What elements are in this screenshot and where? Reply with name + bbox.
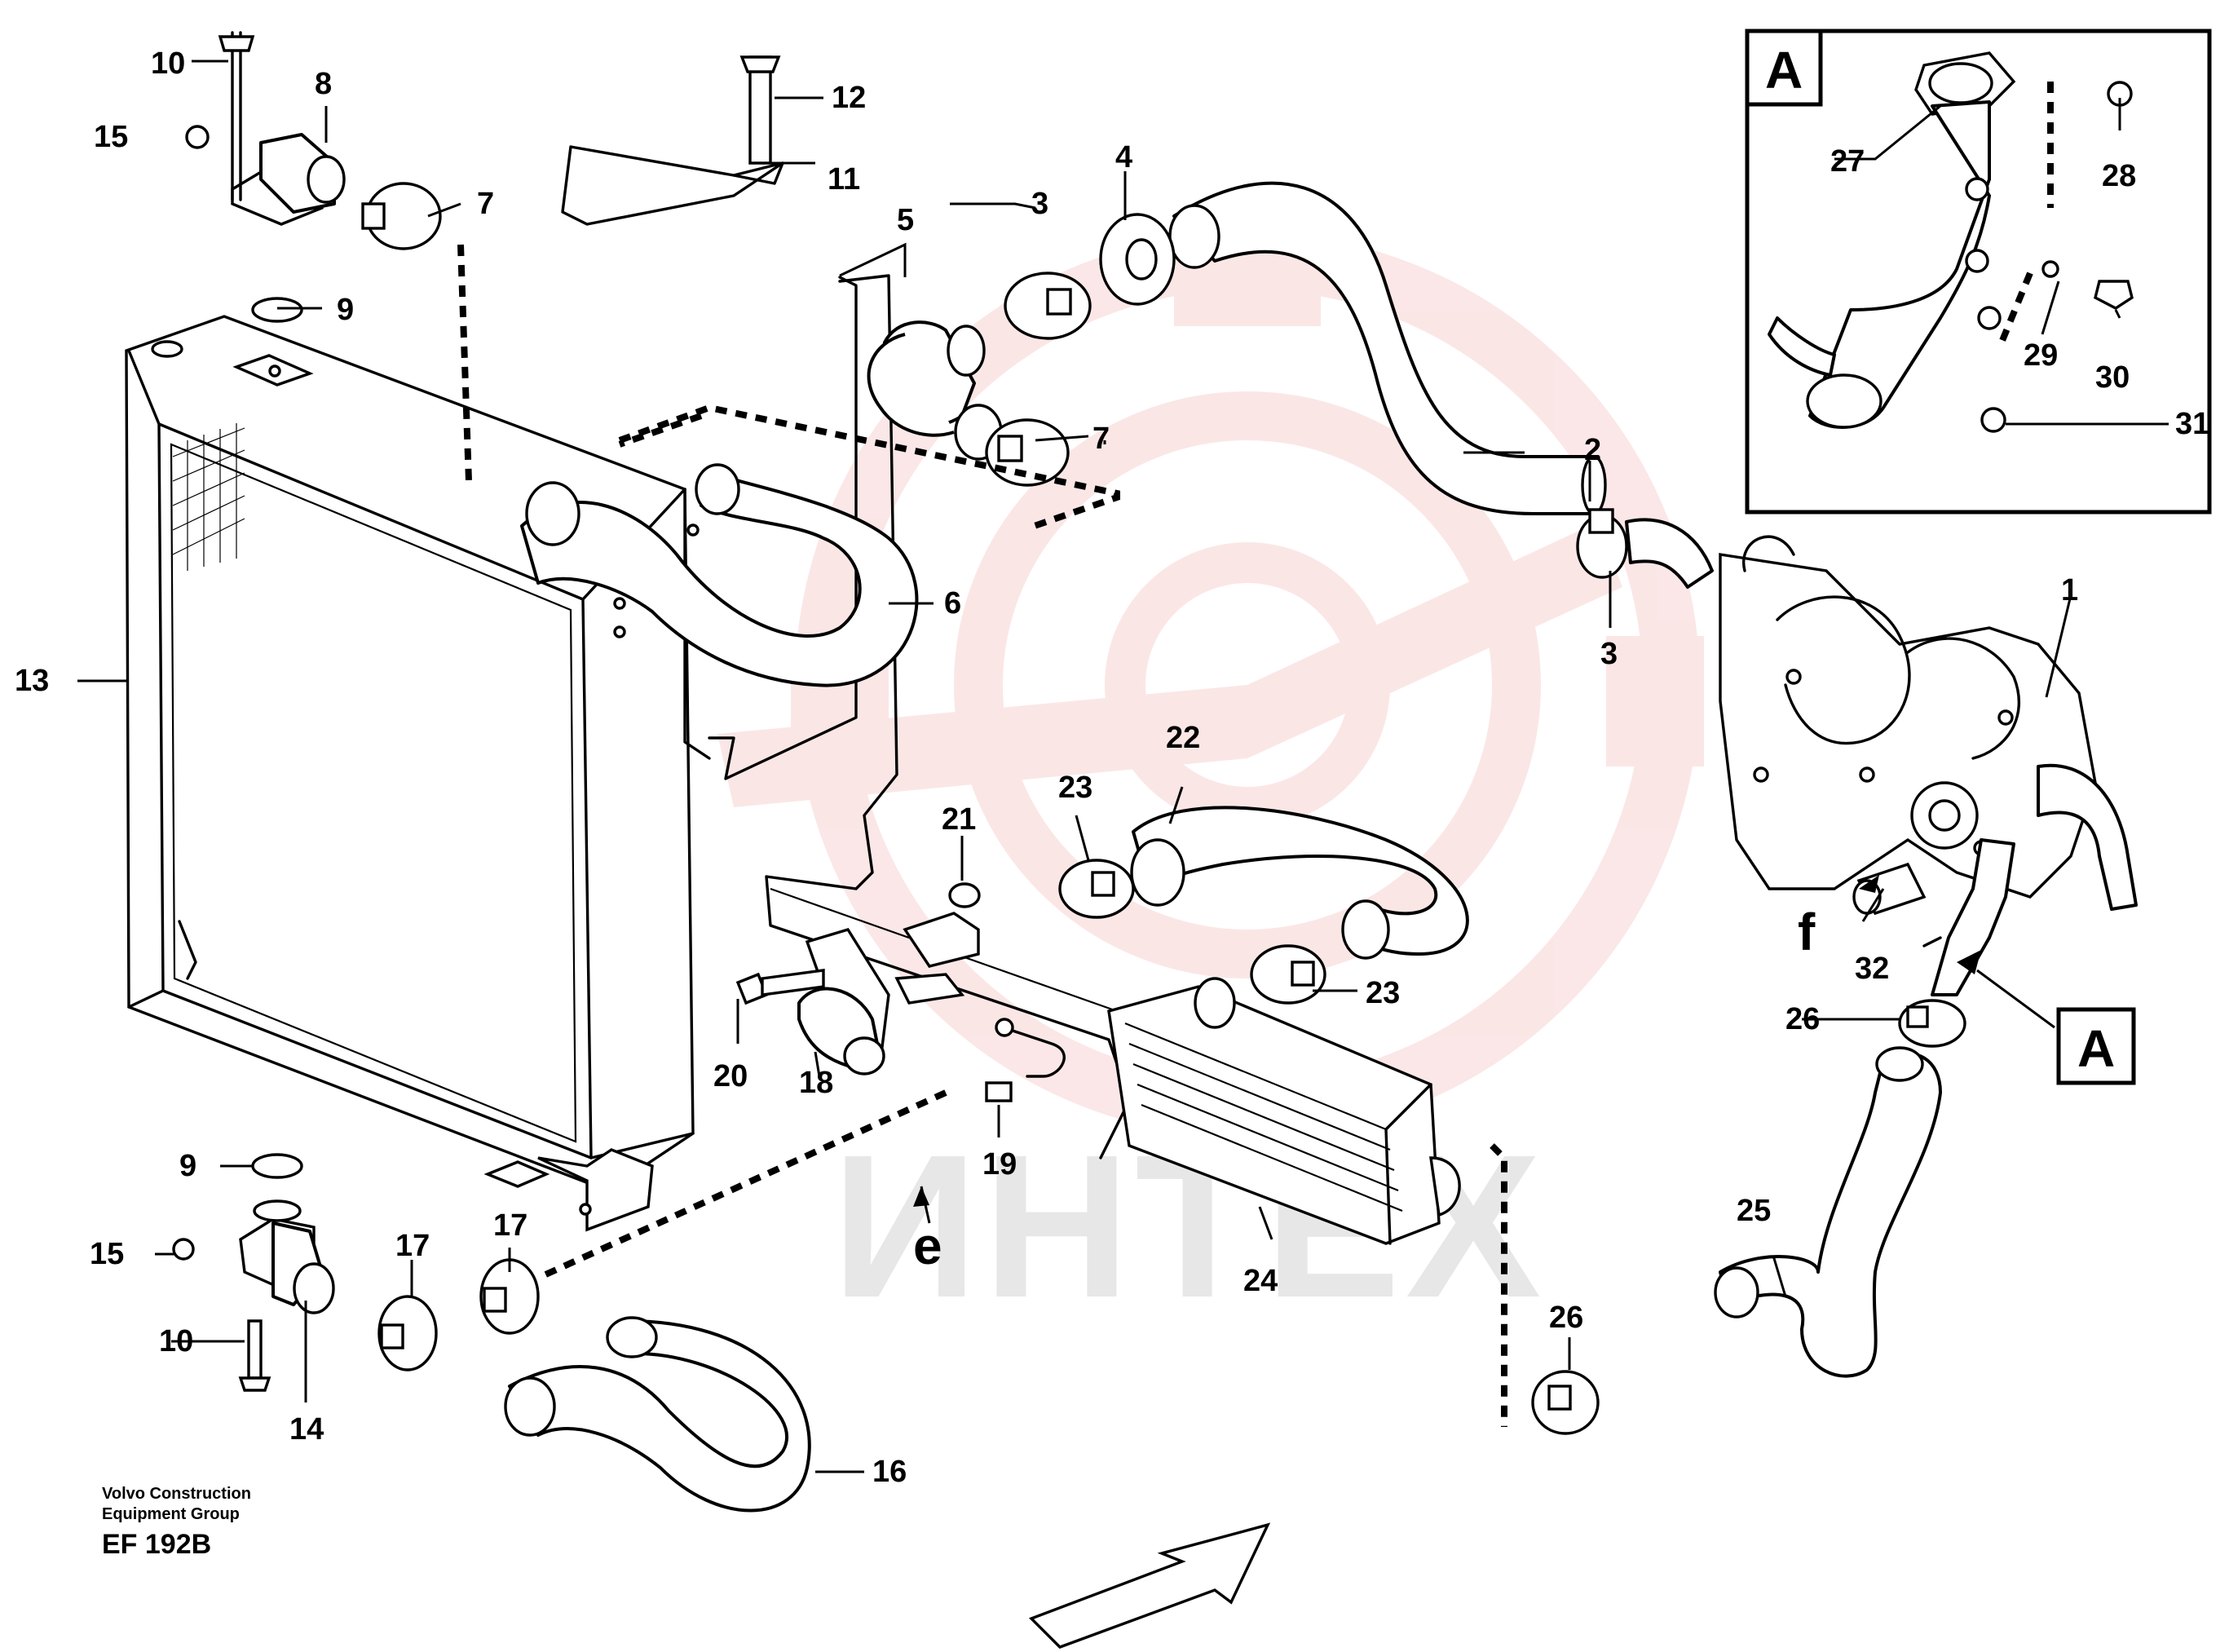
upper-hose-6 bbox=[520, 463, 919, 687]
label-part-17-a: 17 bbox=[395, 1229, 430, 1263]
bolt-20 bbox=[735, 969, 825, 1005]
clamp-17-a bbox=[377, 1295, 438, 1372]
label-part-8: 8 bbox=[315, 67, 332, 101]
clamp-23-lower bbox=[1250, 944, 1326, 1005]
label-part-23-upper: 23 bbox=[1058, 771, 1092, 805]
label-part-3-upper: 3 bbox=[1031, 187, 1048, 221]
label-part-18: 18 bbox=[799, 1066, 833, 1100]
leader-lines bbox=[77, 60, 2169, 1473]
label-part-24: 24 bbox=[1243, 1264, 1278, 1298]
label-part-26-lower: 26 bbox=[1549, 1301, 1583, 1335]
label-part-9-bottom: 9 bbox=[179, 1149, 196, 1183]
clamp-23-upper bbox=[1058, 859, 1135, 919]
label-part-29: 29 bbox=[2024, 338, 2058, 373]
label-part-1: 1 bbox=[2061, 573, 2078, 607]
label-part-12: 12 bbox=[832, 81, 866, 115]
seal-ring-4 bbox=[1099, 213, 1176, 306]
label-part-28: 28 bbox=[2102, 159, 2136, 193]
label-part-13: 13 bbox=[15, 664, 49, 698]
label-part-9-top: 9 bbox=[337, 293, 354, 327]
footer-company-line1: Volvo Construction bbox=[102, 1485, 251, 1503]
pipe-27-installed bbox=[1922, 838, 2015, 996]
clamp-3-upper bbox=[1004, 272, 1092, 340]
label-part-19: 19 bbox=[982, 1147, 1017, 1182]
water-pump-housing-1 bbox=[1625, 518, 2138, 911]
callout-box-a bbox=[2056, 1007, 2136, 1085]
fitting-14 bbox=[172, 1199, 335, 1392]
label-part-7-upper: 7 bbox=[1092, 422, 1110, 456]
fitting-8 bbox=[185, 31, 346, 226]
label-part-10-bottom: 10 bbox=[159, 1324, 193, 1358]
label-part-14: 14 bbox=[289, 1412, 324, 1447]
footer-company-line2: Equipment Group bbox=[102, 1505, 240, 1523]
ref-e: e bbox=[913, 1217, 942, 1275]
label-part-3-pump: 3 bbox=[1600, 637, 1618, 671]
label-part-6: 6 bbox=[944, 586, 961, 621]
hose-25 bbox=[1714, 1046, 1942, 1378]
label-part-27: 27 bbox=[1830, 144, 1865, 179]
radiator bbox=[125, 315, 700, 1232]
callout-a-label: A bbox=[2077, 1019, 2115, 1078]
detail-a-title: A bbox=[1765, 41, 1803, 99]
label-part-32: 32 bbox=[1855, 952, 1889, 986]
label-part-2: 2 bbox=[1584, 433, 1601, 467]
label-part-25: 25 bbox=[1737, 1194, 1771, 1228]
sensor-19 bbox=[985, 1018, 1066, 1102]
ref-f: f bbox=[1798, 903, 1816, 961]
label-part-22: 22 bbox=[1166, 721, 1200, 755]
footer-drawing-code: EF 192B bbox=[102, 1529, 211, 1560]
label-part-7-top: 7 bbox=[477, 187, 494, 221]
bolt-12-head bbox=[739, 55, 781, 73]
elbow-18 bbox=[797, 912, 980, 1076]
label-part-31: 31 bbox=[2175, 407, 2209, 441]
direction-arrow bbox=[1028, 1522, 1271, 1649]
oil-cooler-24 bbox=[1107, 977, 1461, 1245]
arrow-e bbox=[913, 1186, 929, 1207]
lower-hose-16 bbox=[504, 1316, 811, 1513]
label-part-15-bottom: 15 bbox=[90, 1237, 124, 1271]
label-part-11: 11 bbox=[828, 162, 860, 197]
clamp-7-top bbox=[361, 182, 442, 250]
label-part-20: 20 bbox=[713, 1059, 748, 1093]
washer-21 bbox=[948, 882, 981, 908]
label-part-21: 21 bbox=[942, 802, 976, 837]
arrow-to-callout-a bbox=[1957, 950, 1981, 974]
label-part-4: 4 bbox=[1115, 140, 1132, 174]
label-part-17-b: 17 bbox=[493, 1208, 527, 1243]
label-part-16: 16 bbox=[872, 1455, 907, 1489]
detail-a-inset bbox=[1745, 29, 2212, 515]
label-part-5: 5 bbox=[897, 203, 914, 237]
arrow-f bbox=[1859, 875, 1879, 893]
o-ring-9-bottom bbox=[251, 1153, 303, 1179]
clamp-3-pump bbox=[1576, 508, 1628, 579]
label-part-23-lower: 23 bbox=[1366, 976, 1400, 1010]
clamp-26-upper bbox=[1898, 999, 1966, 1048]
assembly-dashes bbox=[457, 82, 2054, 1427]
upper-hose-2 bbox=[1168, 181, 1607, 515]
label-part-30: 30 bbox=[2095, 360, 2130, 395]
hose-22 bbox=[1130, 806, 1469, 960]
o-ring-9-top bbox=[251, 297, 303, 323]
clamp-7-upper bbox=[985, 418, 1070, 487]
clamp-26-lower bbox=[1531, 1370, 1600, 1435]
label-part-26-upper: 26 bbox=[1785, 1002, 1820, 1036]
label-part-10-top: 10 bbox=[151, 46, 185, 81]
label-part-15-top: 15 bbox=[94, 120, 128, 154]
